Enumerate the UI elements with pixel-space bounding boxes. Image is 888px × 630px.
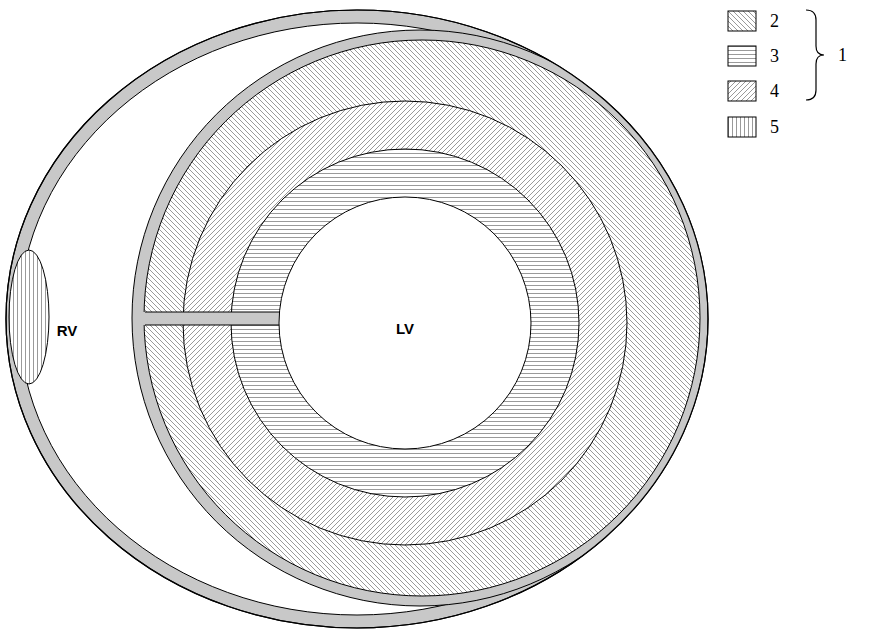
legend-text: 2 bbox=[770, 11, 779, 32]
group-number: 1 bbox=[838, 45, 847, 66]
chamber-label: RV bbox=[57, 322, 78, 339]
legend-swatch bbox=[727, 10, 757, 32]
legend-swatch bbox=[727, 116, 757, 138]
chamber-label: LV bbox=[396, 320, 414, 337]
legend-text: 4 bbox=[770, 81, 779, 102]
legend-swatch bbox=[727, 45, 757, 67]
legend-text: 5 bbox=[770, 117, 779, 138]
legend-text: 3 bbox=[770, 46, 779, 67]
legend-swatch bbox=[727, 80, 757, 102]
